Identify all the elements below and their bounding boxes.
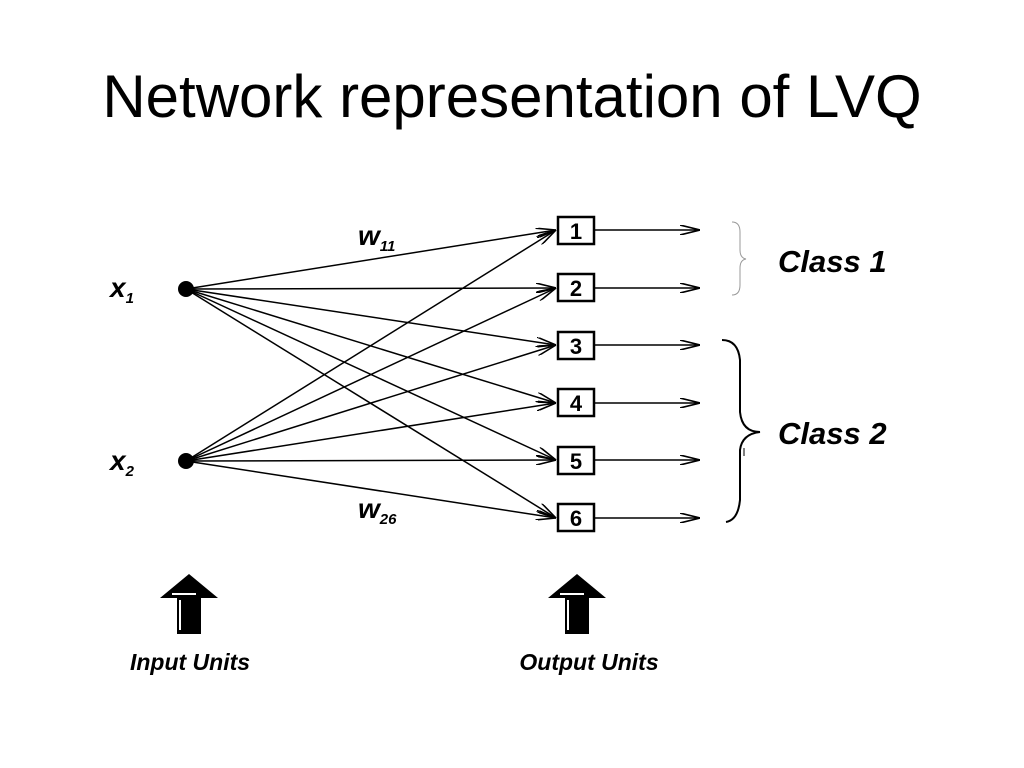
class-2-label: Class 2	[778, 416, 887, 451]
output-unit-3: 3	[556, 330, 596, 361]
output-unit-6: 6	[556, 502, 596, 533]
input-units-caption: Input Units	[130, 649, 250, 675]
input-node-x2	[178, 453, 194, 469]
connection-x2-to-6	[185, 460, 556, 518]
weight-label-w11: w11	[358, 220, 395, 255]
output-unit-4: 4	[556, 387, 596, 418]
connection-x2-to-2	[185, 288, 556, 462]
input-units-arrow-icon	[160, 574, 218, 634]
connection-lines	[185, 230, 556, 518]
output-unit-2: 2	[556, 272, 596, 303]
class-2-bracket	[721, 339, 761, 523]
class-1-bracket	[731, 221, 747, 296]
output-unit-5-label: 5	[570, 449, 582, 474]
class-1-label: Class 1	[778, 244, 887, 279]
output-unit-3-label: 3	[570, 334, 582, 359]
connection-x1-to-3	[185, 288, 556, 345]
input-label-x1: x1	[108, 272, 134, 307]
input-label-x2: x2	[108, 445, 135, 480]
output-units-arrow-icon	[548, 574, 606, 634]
slide-title: Network representation of LVQ	[102, 63, 922, 130]
output-arrows	[595, 230, 700, 518]
output-unit-4-label: 4	[570, 391, 583, 416]
output-unit-5: 5	[556, 445, 596, 476]
connection-x2-to-1	[185, 230, 556, 462]
connection-x1-to-1	[185, 230, 556, 290]
input-node-x1	[178, 281, 194, 297]
connection-x1-to-2	[185, 288, 556, 289]
output-unit-1: 1	[556, 215, 596, 246]
output-unit-2-label: 2	[570, 276, 582, 301]
output-unit-1-label: 1	[570, 219, 582, 244]
connection-x2-to-5	[185, 460, 556, 461]
connection-x2-to-3	[185, 345, 556, 462]
weight-label-w26: w26	[358, 493, 397, 528]
output-unit-6-label: 6	[570, 506, 582, 531]
output-units-caption: Output Units	[519, 649, 658, 675]
connection-x2-to-4	[185, 403, 556, 462]
